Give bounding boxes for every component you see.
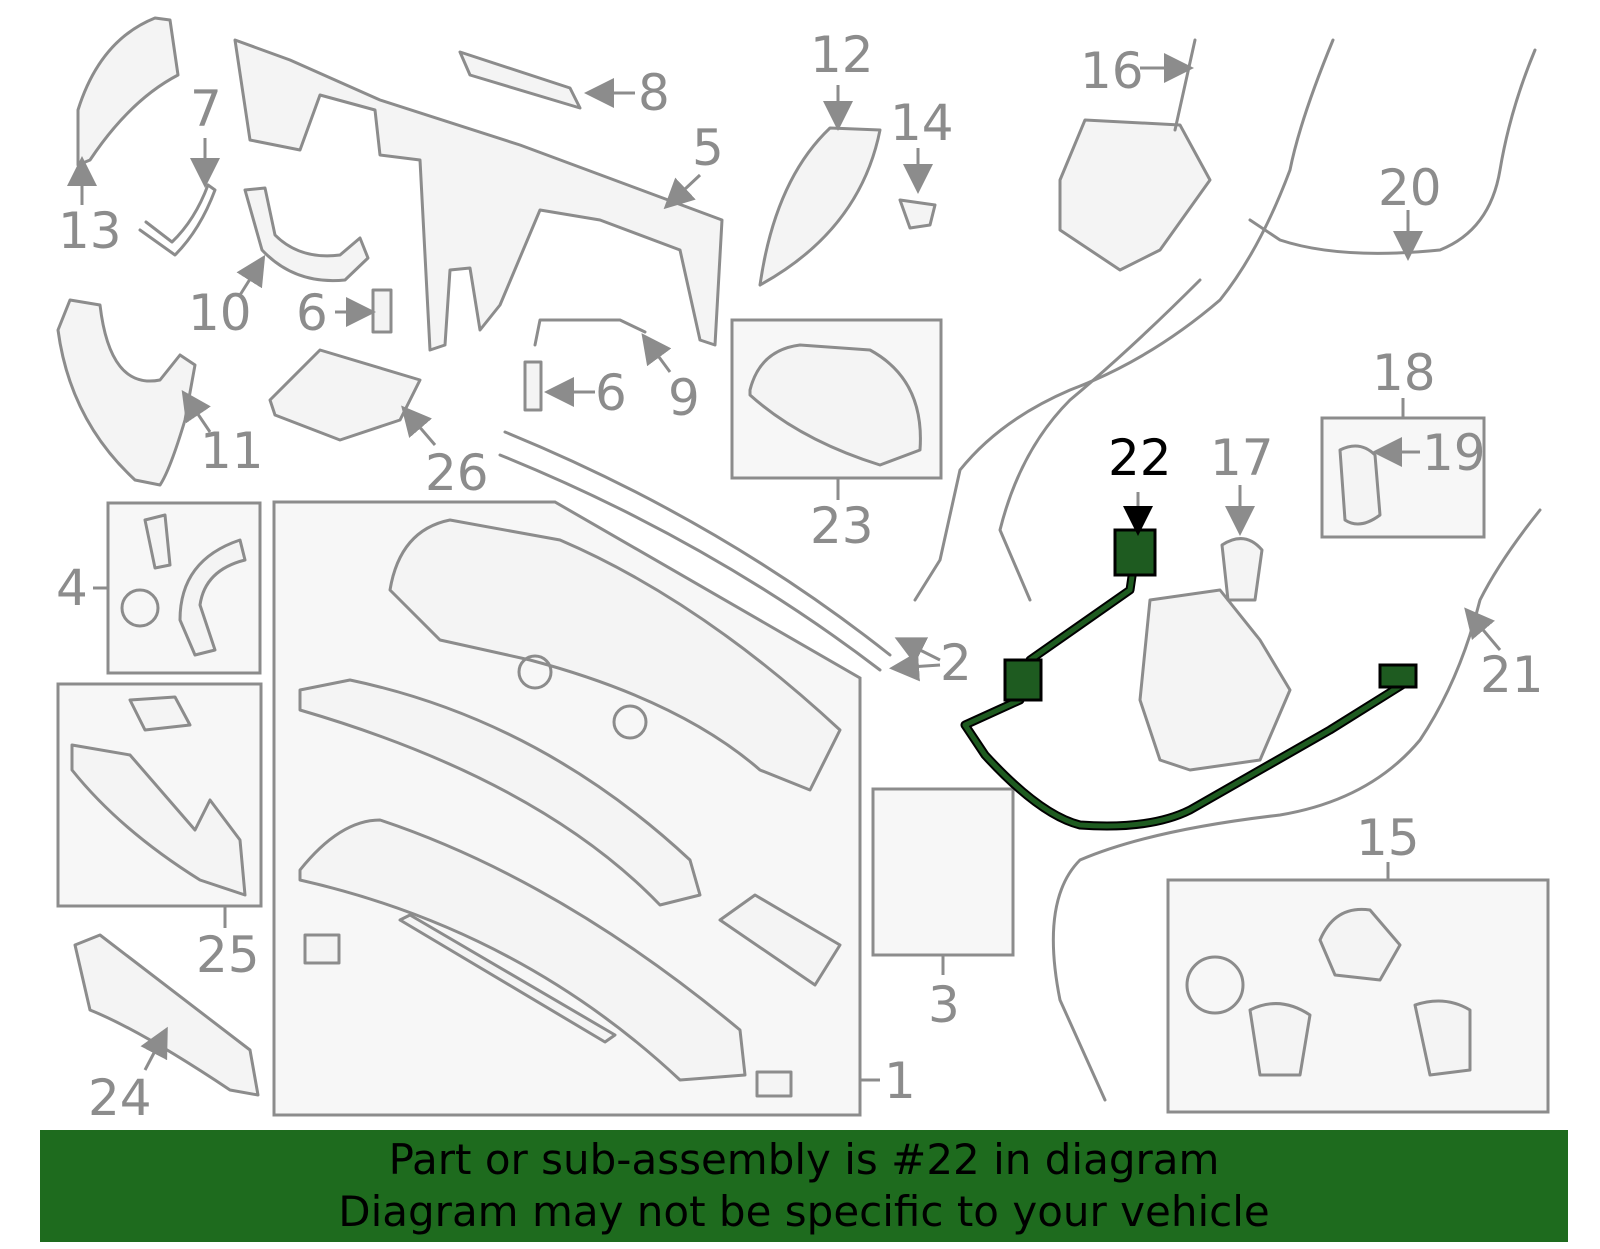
part-1-box-trim: [718, 893, 842, 987]
leader-21: [1464, 607, 1502, 651]
part-1-vent-b: [612, 704, 648, 740]
part-12-trim: [758, 126, 882, 287]
part-20-cable-b: [1248, 48, 1537, 255]
callout-13: 13: [58, 202, 122, 260]
callout-6a: 6: [296, 284, 328, 342]
leader-24: [140, 1026, 168, 1071]
part-22-connector-end: [1378, 663, 1418, 689]
part-17-knob: [1220, 537, 1264, 602]
callout-7: 7: [190, 80, 222, 138]
part-19-knob: [1338, 444, 1382, 526]
part-25-clip: [128, 695, 192, 732]
part-14-fastener: [898, 198, 937, 230]
part-4-ring: [120, 588, 160, 628]
part-20-cable-c: [998, 278, 1202, 602]
callout-15: 15: [1356, 809, 1420, 867]
callout-11: 11: [200, 422, 264, 480]
callout-9: 9: [668, 369, 700, 427]
callout-26: 26: [425, 444, 489, 502]
part-23-hood: [748, 343, 922, 467]
callout-17: 17: [1210, 429, 1274, 487]
leader-26: [401, 405, 437, 446]
callout-19: 19: [1422, 424, 1486, 482]
part-22-connector-mid: [1003, 658, 1043, 702]
part-2-molding-a: [503, 430, 892, 657]
part-1-strip: [398, 913, 617, 1044]
callout-14: 14: [890, 94, 954, 152]
part-4-clip: [143, 513, 172, 570]
part-16-lever: [1173, 38, 1197, 132]
callout-8: 8: [638, 64, 670, 122]
part-1-middle-rail: [298, 678, 702, 907]
callout-18: 18: [1372, 344, 1436, 402]
callout-4: 4: [56, 559, 88, 617]
part-15-boot-a: [1248, 1002, 1312, 1077]
banner-line-1: Part or sub-assembly is #22 in diagram: [388, 1135, 1220, 1184]
part-4-bezel: [178, 538, 247, 657]
part-13-panel: [76, 16, 180, 167]
callout-6b: 6: [595, 364, 627, 422]
part-6-clip-a: [371, 288, 393, 334]
banner-line-2: Diagram may not be specific to your vehi…: [338, 1187, 1270, 1236]
part-15-cover: [1318, 907, 1402, 982]
callout-1: 1: [884, 1052, 916, 1110]
leader-11: [181, 390, 212, 433]
part-15-cup-a: [1185, 955, 1245, 1015]
callout-22: 22: [1108, 429, 1172, 487]
part-25-panel: [70, 743, 247, 897]
callout-3: 3: [928, 976, 960, 1034]
leader-9: [641, 333, 672, 373]
part-6-clip-b: [523, 360, 543, 412]
part-9-bar: [533, 318, 647, 347]
part-1-vent-a: [517, 654, 553, 690]
part-26-bracket: [268, 348, 422, 442]
part-22-connector-top: [1113, 528, 1157, 577]
callout-25: 25: [196, 926, 260, 984]
leader-5: [663, 173, 702, 210]
leader-2b: [889, 651, 941, 682]
part-16-shifter-base: [1058, 118, 1212, 272]
callout-16: 16: [1080, 42, 1144, 100]
part-20-cable: [913, 38, 1335, 602]
callout-5: 5: [692, 119, 724, 177]
part-5-beam: [233, 38, 724, 352]
part-1-lower-rail: [298, 818, 747, 1082]
callout-2: 2: [940, 634, 972, 692]
part-3-box: [871, 787, 1015, 957]
part-2-molding-b: [498, 453, 882, 672]
part-17-shifter: [1138, 588, 1292, 772]
part-21-cable: [1051, 508, 1542, 1102]
part-10-bracket: [243, 186, 370, 283]
callout-24: 24: [88, 1069, 152, 1127]
leader-2a: [894, 637, 941, 665]
part-11-cover: [56, 298, 197, 487]
callout-10: 10: [188, 284, 252, 342]
part-1-clip-a: [303, 933, 341, 965]
leader-10: [236, 254, 266, 296]
part-7-bracket: [138, 183, 217, 257]
callout-21: 21: [1480, 646, 1544, 704]
part-1-clip-b: [755, 1070, 793, 1098]
part-15-boot-b: [1413, 999, 1472, 1077]
part-1-upper-dash: [388, 518, 842, 792]
part-8-strip: [458, 50, 582, 110]
callout-12: 12: [810, 26, 874, 84]
callout-23: 23: [810, 497, 874, 555]
part-22-harness: [962, 532, 1413, 829]
info-banner: Part or sub-assembly is #22 in diagram D…: [40, 1130, 1568, 1242]
callout-20: 20: [1378, 159, 1442, 217]
